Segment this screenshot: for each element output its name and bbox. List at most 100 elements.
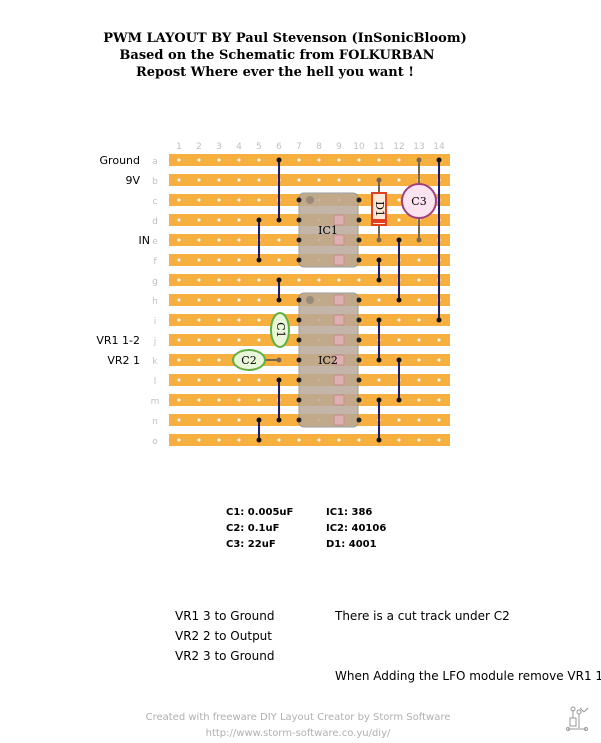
- bom-ic1: IC1: 386: [326, 507, 373, 518]
- strip-hole: [217, 218, 221, 222]
- strip-hole: [317, 158, 321, 162]
- solder-joint: [256, 217, 262, 223]
- c2-capacitor: [232, 349, 266, 371]
- footer-url: http://www.storm-software.co.yu/diy/: [205, 728, 391, 739]
- strip-hole: [177, 238, 181, 242]
- solder-joint: [296, 417, 302, 423]
- strip-hole: [257, 178, 261, 182]
- ic2-label: IC2: [318, 354, 338, 367]
- strip-hole: [177, 438, 181, 442]
- solder-joint: [356, 257, 362, 263]
- strip-hole: [217, 338, 221, 342]
- solder-joint: [376, 357, 382, 363]
- solder-joint: [296, 337, 302, 343]
- solder-joint: [276, 217, 282, 223]
- strip-hole: [197, 418, 201, 422]
- strip-hole: [237, 238, 241, 242]
- solder-joint: [356, 237, 362, 243]
- strip-hole: [197, 298, 201, 302]
- strip-hole: [397, 218, 401, 222]
- solder-joint: [296, 317, 302, 323]
- strip-hole: [417, 318, 421, 322]
- strip-hole: [397, 158, 401, 162]
- strip-hole: [397, 178, 401, 182]
- column-number: 14: [433, 142, 445, 152]
- strip-hole: [417, 418, 421, 422]
- strip-hole: [217, 258, 221, 262]
- side-label-b: 9V: [125, 174, 140, 187]
- solder-joint: [396, 357, 402, 363]
- strip-hole: [437, 358, 441, 362]
- solder-joint: [376, 277, 382, 283]
- strip-hole: [217, 238, 221, 242]
- note-cut-track: There is a cut track under C2: [335, 609, 510, 623]
- bom-ic2: IC2: 40106: [326, 523, 387, 534]
- track-cut: [333, 254, 345, 266]
- column-number: 12: [393, 142, 404, 152]
- track-cut: [333, 394, 345, 406]
- solder-joint: [356, 377, 362, 383]
- solder-joint: [416, 157, 422, 163]
- row-letter: e: [152, 237, 158, 247]
- strip-hole: [417, 398, 421, 402]
- strip-hole: [217, 298, 221, 302]
- solder-joint: [276, 417, 282, 423]
- strip-hole: [257, 298, 261, 302]
- strip-hole: [377, 298, 381, 302]
- strip-hole: [437, 418, 441, 422]
- strip-hole: [197, 318, 201, 322]
- strip-hole: [377, 378, 381, 382]
- strip-hole: [357, 438, 361, 442]
- strip-hole: [337, 158, 341, 162]
- column-number: 1: [176, 142, 182, 152]
- strip-hole: [357, 278, 361, 282]
- strip-hole: [397, 198, 401, 202]
- strip-hole: [177, 278, 181, 282]
- strip-hole: [237, 418, 241, 422]
- column-number: 11: [373, 142, 384, 152]
- solder-joint: [296, 237, 302, 243]
- solder-joint: [376, 317, 382, 323]
- strip-hole: [257, 158, 261, 162]
- solder-joint: [396, 397, 402, 403]
- solder-joint: [356, 297, 362, 303]
- column-number: 3: [216, 142, 222, 152]
- strip-hole: [237, 298, 241, 302]
- strip-hole: [237, 398, 241, 402]
- strip-hole: [417, 298, 421, 302]
- strip-hole: [197, 438, 201, 442]
- strip-hole: [277, 258, 281, 262]
- strip-hole: [317, 438, 321, 442]
- strip-hole: [257, 338, 261, 342]
- strip-hole: [377, 158, 381, 162]
- strip-hole: [257, 318, 261, 322]
- strip-hole: [257, 398, 261, 402]
- strip-hole: [197, 178, 201, 182]
- strip-hole: [297, 158, 301, 162]
- side-label-a: Ground: [100, 154, 140, 167]
- row-letter: d: [152, 217, 158, 227]
- bom-c2: C2: 0.1uF: [226, 523, 280, 534]
- solder-joint: [356, 357, 362, 363]
- copper-strip: [169, 154, 450, 166]
- strip-hole: [277, 238, 281, 242]
- strip-hole: [297, 438, 301, 442]
- title-line-1: PWM LAYOUT BY Paul Stevenson (InSonicBlo…: [103, 31, 467, 46]
- strip-hole: [257, 378, 261, 382]
- strip-hole: [177, 158, 181, 162]
- strip-hole: [437, 398, 441, 402]
- strip-hole: [217, 418, 221, 422]
- strip-hole: [337, 178, 341, 182]
- strip-hole: [177, 218, 181, 222]
- strip-hole: [217, 378, 221, 382]
- strip-hole: [177, 198, 181, 202]
- solder-joint: [256, 257, 262, 263]
- strip-hole: [237, 218, 241, 222]
- strip-hole: [197, 398, 201, 402]
- strip-hole: [177, 318, 181, 322]
- strip-hole: [177, 378, 181, 382]
- solder-joint: [376, 437, 382, 443]
- strip-hole: [217, 398, 221, 402]
- track-cut: [333, 374, 345, 386]
- strip-hole: [237, 378, 241, 382]
